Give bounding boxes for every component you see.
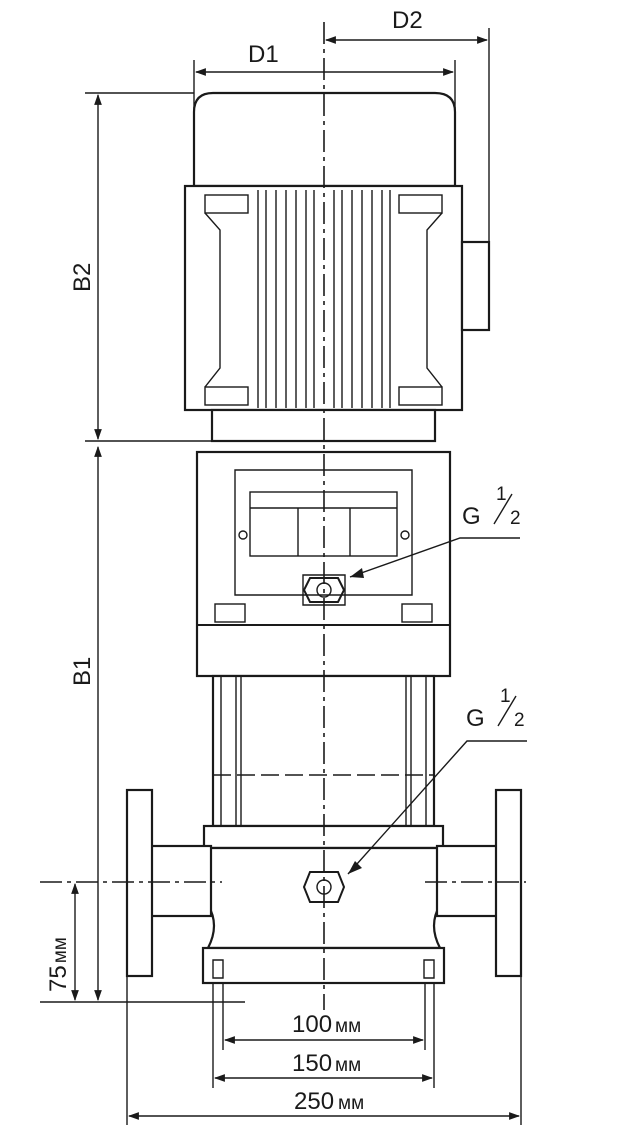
height-75-label: 75мм [45, 937, 72, 992]
bolt [401, 603, 433, 623]
inlet-flange [125, 788, 154, 978]
svg-text:2: 2 [510, 508, 521, 529]
svg-text:1: 1 [496, 484, 507, 505]
svg-text:G: G [462, 503, 481, 530]
b2-label: B2 [69, 263, 96, 292]
g-bottom-label: G 1 2 [466, 686, 525, 732]
g-top-label: G 1 2 [462, 484, 521, 530]
svg-text:75мм: 75мм [45, 937, 72, 992]
bolt [214, 603, 246, 623]
outlet-flange [494, 788, 523, 978]
svg-text:G: G [466, 705, 485, 732]
inlet-pipe [149, 844, 213, 918]
d2-label: D2 [392, 7, 423, 34]
g-top-leader [349, 537, 520, 578]
g-bottom-leader [347, 740, 527, 875]
outlet-pipe [435, 844, 499, 918]
d1-label: D1 [248, 41, 279, 68]
svg-text:1: 1 [500, 686, 511, 707]
b1-label: B1 [69, 657, 96, 686]
motor [183, 91, 491, 443]
motor-junction-box [460, 240, 491, 332]
motor-cooling-fins [257, 190, 391, 408]
svg-text:2: 2 [514, 710, 525, 731]
